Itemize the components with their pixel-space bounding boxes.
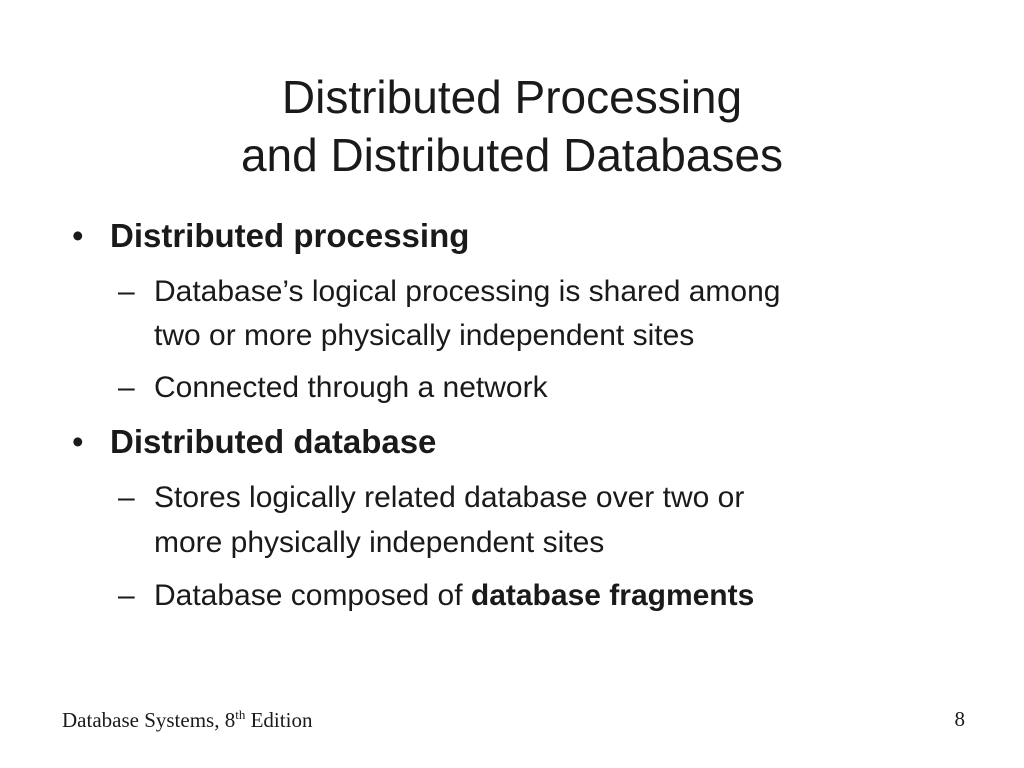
- subpoint-shared-processing: –Database’s logical processing is shared…: [118, 270, 780, 314]
- bullet-marker: •: [72, 217, 84, 254]
- subpoint-fragments: –Database composed of database fragments: [118, 574, 754, 618]
- bullet-marker: •: [72, 423, 84, 460]
- slide-title: Distributed Processing and Distributed D…: [0, 68, 1024, 184]
- subpoint-shared-processing-continued: two or more physically independent sites: [154, 319, 695, 352]
- subpoint-dash: –: [118, 481, 135, 514]
- bullet-distributed-processing: • Distributed processing: [72, 214, 469, 258]
- subpoint-dash: –: [118, 371, 135, 404]
- slide-title-line-1: Distributed Processing: [281, 71, 743, 123]
- subpoint-stores-related-database: –Stores logically related database over …: [118, 476, 744, 520]
- subpoint-text-bold-term: database fragments: [470, 579, 755, 612]
- footer-book-prefix: Database Systems, 8: [62, 708, 236, 732]
- footer-book-superscript: th: [235, 707, 246, 722]
- slide-title-line-2: and Distributed Databases: [240, 129, 784, 181]
- footer-book-title: Database Systems, 8th Edition: [62, 706, 312, 734]
- subpoint-network: –Connected through a network: [118, 366, 548, 410]
- subpoint-dash: –: [118, 275, 135, 308]
- bullet-heading: Distributed processing: [110, 217, 470, 254]
- footer-book-suffix: Edition: [245, 708, 313, 732]
- subpoint-text: Stores logically related database over t…: [154, 481, 745, 514]
- subpoint-text: Connected through a network: [154, 371, 548, 404]
- page-number: 8: [954, 707, 966, 731]
- subpoint-text: Database’s logical processing is shared …: [154, 275, 781, 308]
- subpoint-stores-related-database-continued: more physically independent sites: [154, 526, 605, 559]
- subpoint-dash: –: [118, 579, 135, 612]
- bullet-heading: Distributed database: [110, 423, 437, 460]
- subpoint-text-prefix: Database composed of: [154, 579, 471, 612]
- bullet-distributed-database: • Distributed database: [72, 420, 436, 464]
